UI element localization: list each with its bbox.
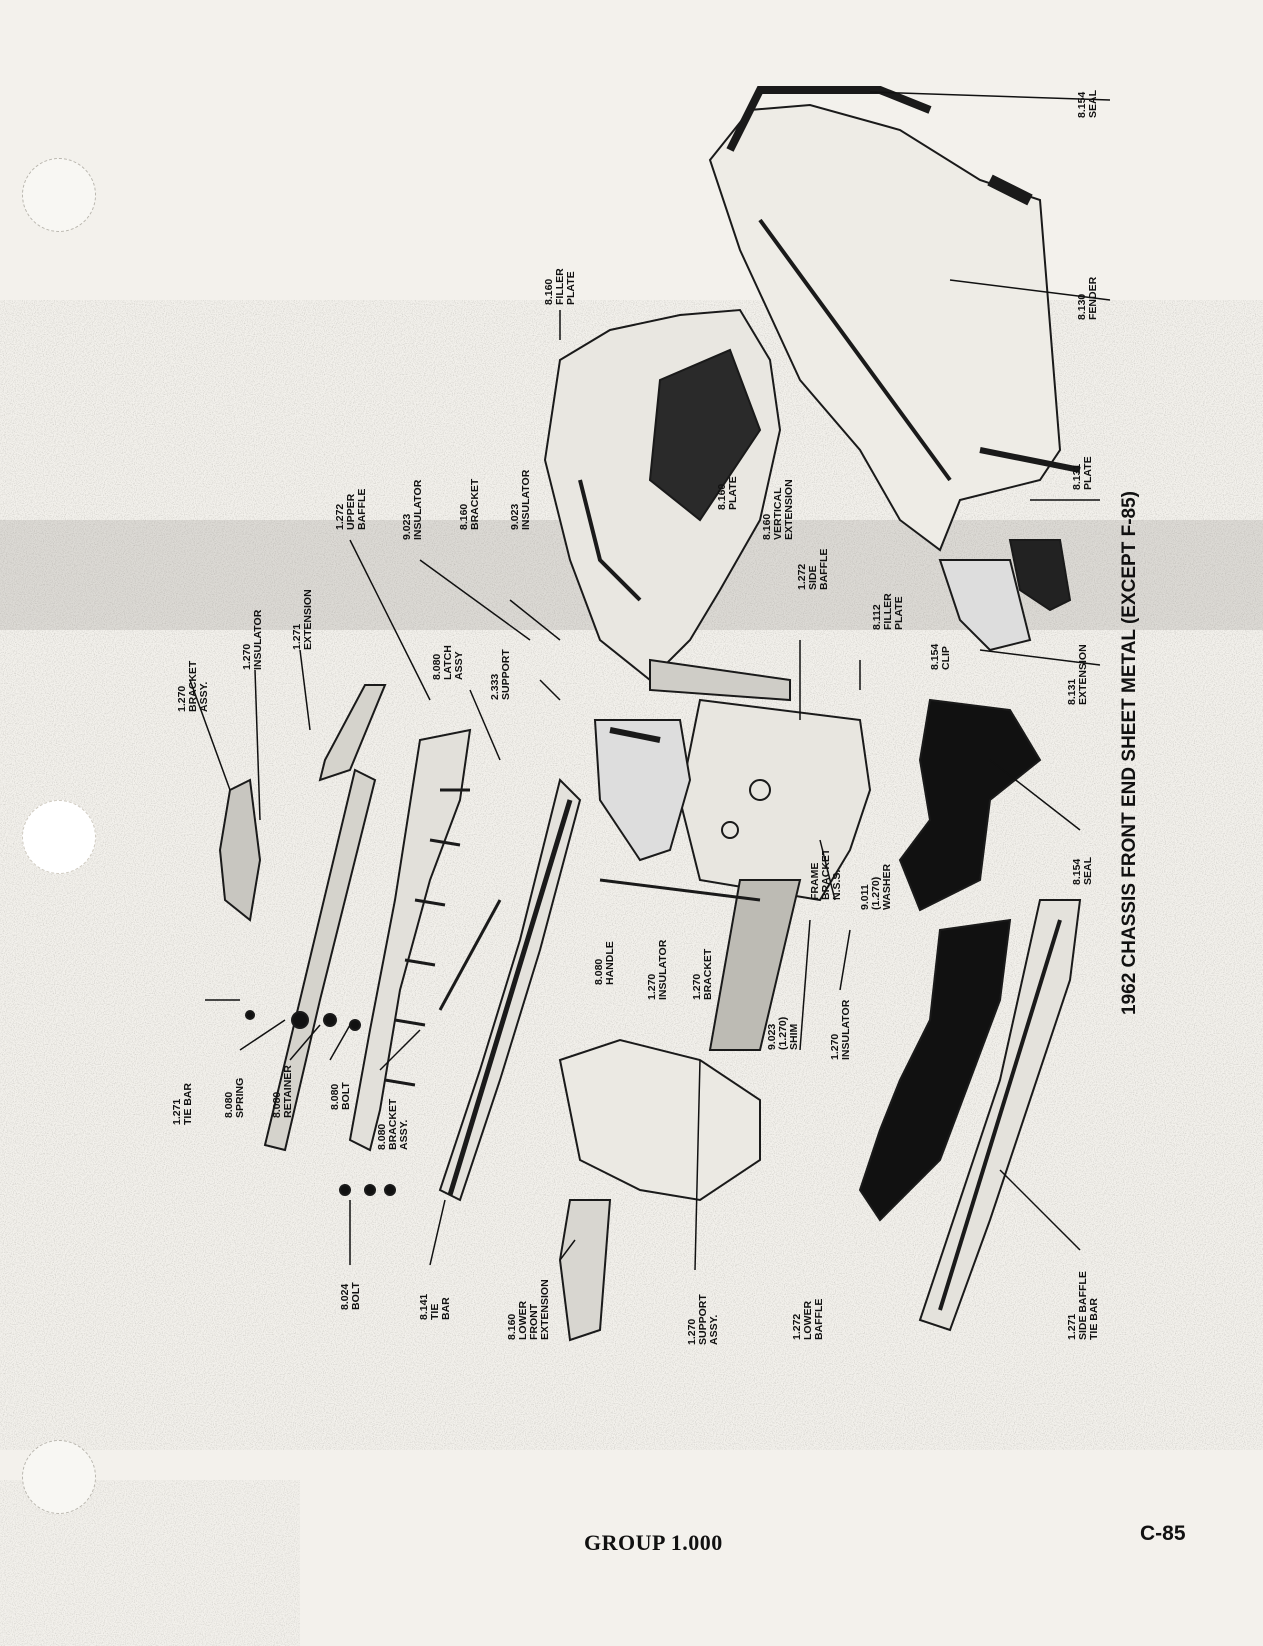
binder-hole-top [22,158,96,232]
page-title: 1962 CHASSIS FRONT END SHEET METAL (EXCE… [1119,491,1140,1015]
label-plate-160: 8.160PLATE [716,476,739,510]
label-spring: 8.080SPRING [223,1078,246,1118]
bracket-assy-shape [218,778,262,922]
leader-lines [189,91,1111,1271]
label-seal-mid: 8.154SEAL [1071,856,1094,885]
support-shape [593,719,692,862]
label-shim: 9.023(1.270)SHIM [766,1017,800,1050]
footer-group-label: GROUP 1.000 [584,1530,723,1555]
label-frame-bracket: FRAMEBRACKETN.S.S. [809,848,843,900]
label-side-baffle-tie-bar: 1.271SIDE BAFFLETIE BAR [1066,1271,1100,1340]
label-lower-front-extension: 8.160LOWERFRONTEXTENSION [506,1279,551,1340]
tie-bar-shape [263,768,377,1152]
label-plate-right: 8.131PLATE [1071,456,1094,490]
label-insulator-270-low: 1.270INSULATOR [829,999,852,1060]
footer-page-number: C-85 [1140,1522,1186,1545]
label-lower-baffle: 1.272LOWERBAFFLE [791,1299,825,1340]
label-filler-plate-112: 8.112FILLERPLATE [871,593,905,630]
label-filler-plate-top: 8.160FILLERPLATE [543,268,577,305]
label-vertical-extension: 8.160VERTICALEXTENSION [761,479,795,540]
binder-hole-bottom [22,1440,96,1514]
label-insulator-023-a: 9.023INSULATOR [401,479,424,540]
label-bracket-assy-270: 1.270BRACKETASSY. [176,660,210,712]
label-extension-271: 1.271EXTENSION [291,589,314,650]
label-seal-top: 8.154SEAL [1076,89,1099,118]
label-tie-bar-141: 8.141TIEBAR [418,1294,452,1320]
label-support-assy: 1.270SUPPORTASSY. [686,1294,720,1345]
filler-plate-shape [543,308,782,682]
label-upper-baffle: 1.272UPPERBAFFLE [334,489,368,530]
label-side-baffle: 1.272SIDEBAFFLE [796,549,830,590]
binder-hole-middle [22,800,96,874]
fender-shape [708,103,1062,552]
label-bracket-160: 8.160BRACKET [458,478,481,530]
label-bolt-024: 8.024BOLT [339,1282,362,1310]
label-tie-bar-271: 1.271TIE BAR [171,1083,194,1125]
label-bolt-080: 8.080BOLT [329,1082,352,1110]
support-assy-shape [558,1038,761,1202]
callout-labels: 8.154SEAL 8.130FENDER 8.131PLATE 8.131EX… [171,89,1100,1345]
parts-drawing [218,86,1082,1342]
lower-baffle-shape [858,918,1012,1222]
label-bracket-270: 1.270BRACKET [691,948,714,1000]
label-handle: 8.080HANDLE [593,941,616,985]
seal-mid-shape [898,698,1042,912]
label-bracket-assy-080: 8.080BRACKETASSY. [376,1098,410,1150]
label-extension-right: 8.131EXTENSION [1066,644,1089,705]
label-clip: 8.154CLIP [929,644,952,670]
label-insulator-270-top: 1.270INSULATOR [241,609,264,670]
label-retainer: 8.080RETAINER [271,1065,294,1118]
label-insulator-270-mid: 1.270INSULATOR [646,939,669,1000]
label-washer: 9.011(1.270)WASHER [859,863,893,910]
upper-baffle-shape [348,728,472,1152]
label-insulator-023-b: 9.023INSULATOR [509,469,532,530]
label-latch-assy: 8.080LATCHASSY [431,645,465,680]
label-fender: 8.130FENDER [1076,276,1099,320]
label-support-333: 2.333SUPPORT [489,649,512,700]
